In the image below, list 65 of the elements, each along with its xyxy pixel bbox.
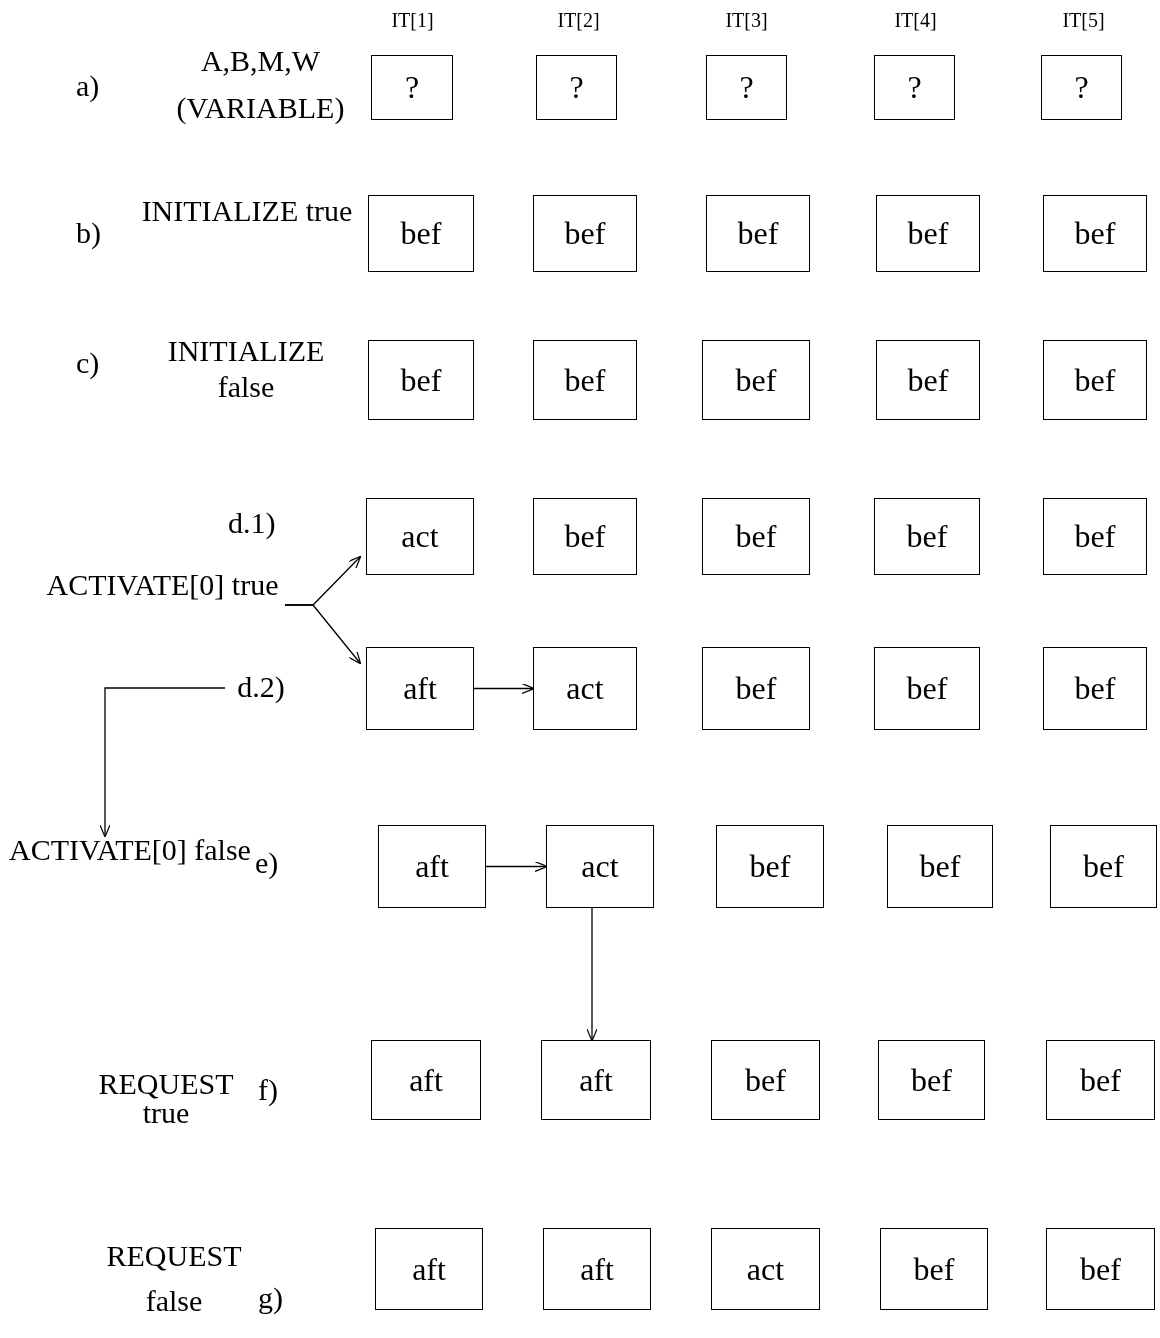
variable-label: A,B,M,W (VARIABLE): [175, 43, 346, 126]
state-box: aft: [541, 1040, 651, 1120]
state-box: bef: [1050, 825, 1157, 908]
state-box: bef: [1043, 195, 1147, 272]
arrow: [284, 604, 362, 665]
state-box: ?: [536, 55, 617, 120]
signal-text: ACTIVATE[0] true: [40, 565, 285, 645]
row-letter: b): [76, 215, 102, 251]
row-letter: a): [76, 68, 101, 104]
state-box: ?: [874, 55, 955, 120]
state-box: bef: [1043, 498, 1147, 575]
signal-text: REQUEST false: [105, 1238, 243, 1319]
arrow: [586, 907, 598, 1042]
state-box: bef: [711, 1040, 820, 1120]
state-box: bef: [702, 498, 810, 575]
arrow: [473, 682, 535, 695]
state-box: aft: [378, 825, 486, 908]
state-box: ?: [1041, 55, 1122, 120]
signal-text: INITIALIZE false: [166, 333, 326, 405]
state-box: act: [711, 1228, 820, 1310]
arrow: [99, 687, 226, 838]
state-box: bef: [706, 195, 810, 272]
state-box: bef: [1043, 340, 1147, 420]
state-box: aft: [375, 1228, 483, 1310]
signal-text: INITIALIZE true: [140, 193, 354, 229]
row-letter: d.1): [228, 505, 277, 541]
state-box: aft: [543, 1228, 651, 1310]
state-box: bef: [368, 340, 474, 420]
row-letter: g): [258, 1280, 284, 1316]
state-box: bef: [876, 340, 980, 420]
arrow: [485, 860, 548, 873]
state-box: bef: [874, 498, 980, 575]
state-box: bef: [716, 825, 824, 908]
state-box: bef: [887, 825, 993, 908]
state-box: bef: [1046, 1040, 1155, 1120]
state-box: bef: [876, 195, 980, 272]
row-letter: e): [255, 845, 280, 881]
state-box: bef: [702, 647, 810, 730]
row-letter: c): [76, 345, 101, 381]
state-box: bef: [1046, 1228, 1155, 1310]
column-header: IT[1]: [390, 8, 435, 32]
state-box: bef: [368, 195, 474, 272]
state-box: ?: [371, 55, 453, 120]
column-header: IT[3]: [724, 8, 769, 32]
state-box: bef: [533, 340, 637, 420]
state-box: bef: [533, 498, 637, 575]
state-box: bef: [1043, 647, 1147, 730]
state-box: act: [546, 825, 654, 908]
column-header: IT[5]: [1061, 8, 1106, 32]
signal-text: ACTIVATE[0] false: [5, 836, 255, 916]
state-box: bef: [878, 1040, 985, 1120]
column-header: IT[2]: [556, 8, 601, 32]
state-box: aft: [371, 1040, 481, 1120]
state-box: bef: [880, 1228, 988, 1310]
column-header: IT[4]: [893, 8, 938, 32]
state-box: bef: [702, 340, 810, 420]
state-box: ?: [706, 55, 787, 120]
state-box: bef: [874, 647, 980, 730]
state-box: act: [533, 647, 637, 730]
state-box: aft: [366, 647, 474, 730]
state-box: bef: [533, 195, 637, 272]
row-letter: f): [258, 1072, 279, 1108]
signal-text: REQUEST true: [97, 1070, 235, 1127]
state-box: act: [366, 498, 474, 575]
signal-text: d.2): [225, 670, 297, 706]
